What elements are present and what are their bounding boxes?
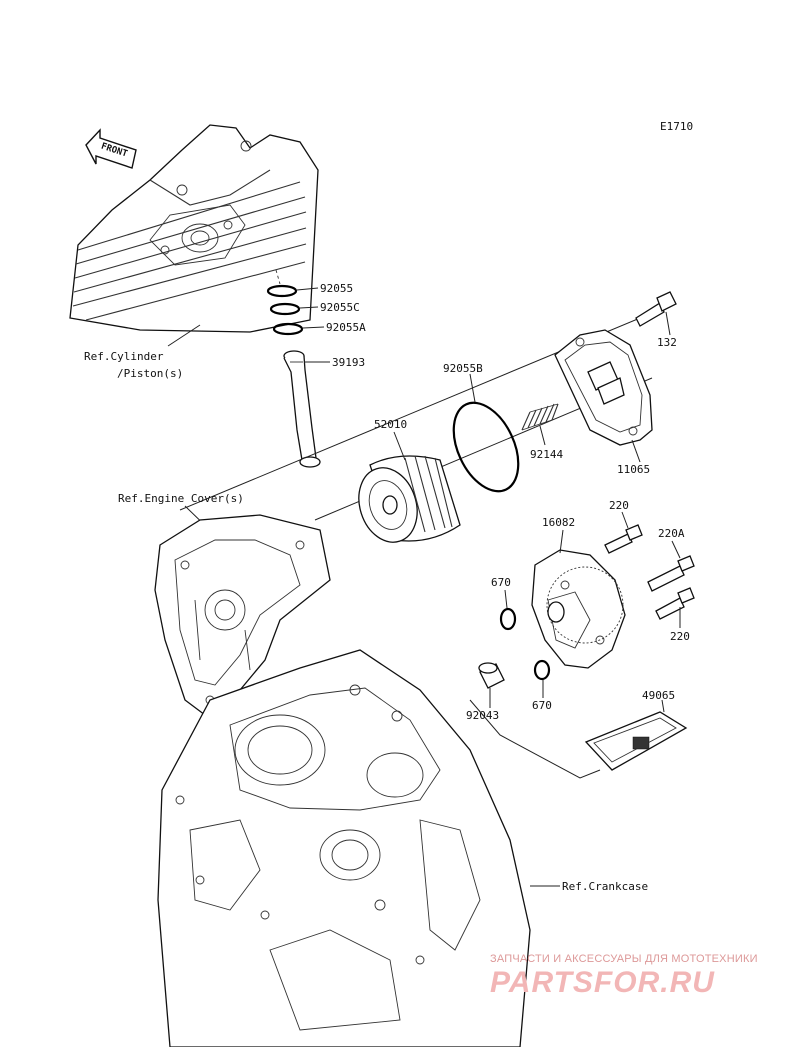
part-label-220-lower: 220 [670,630,690,643]
o-ring-670-right [533,659,551,681]
bolt-220a [647,555,695,592]
o-ring-92055b [452,401,520,493]
part-label-92055b: 92055B [443,362,483,375]
oil-screen-49065 [584,711,688,771]
part-label-39193: 39193 [332,356,365,369]
ref-crankcase-label: Ref.Crankcase [562,880,648,893]
bolt-220-upper [604,524,643,554]
ref-piston-label: /Piston(s) [117,367,183,380]
dowel-pin-92043 [478,662,505,689]
o-ring-92055c [269,302,301,316]
ref-engine-cover-label: Ref.Engine Cover(s) [118,492,244,505]
part-label-92043: 92043 [466,709,499,722]
o-ring-92055a [272,322,304,336]
watermark-logo: PARTSFOR.RU [490,966,715,999]
filter-cover-11065 [554,329,653,446]
part-label-11065: 11065 [617,463,650,476]
crankcase-illustration [157,649,531,1047]
part-label-670-right: 670 [532,699,552,712]
part-label-220a: 220A [658,527,685,540]
diagram-code: E1710 [660,120,693,133]
part-label-92055c: 92055C [320,301,360,314]
o-ring-92055 [266,284,298,298]
engine-cover-illustration [154,514,331,716]
part-label-92055a: 92055A [326,321,366,334]
cylinder-illustration [69,124,319,333]
part-label-92144: 92144 [530,448,563,461]
part-label-49065: 49065 [642,689,675,702]
oil-pipe-39193 [283,350,321,468]
spring-92144 [521,403,559,431]
bolt-132 [635,291,677,327]
part-label-92055: 92055 [320,282,353,295]
bolt-220-lower [655,587,695,620]
ref-cylinder-label: Ref.Cylinder [84,350,164,363]
oil-pump-16082 [531,549,626,669]
part-label-670-left: 670 [491,576,511,589]
part-label-220-upper: 220 [609,499,629,512]
watermark-tagline: ЗАПЧАСТИ И АКСЕССУАРЫ ДЛЯ МОТОТЕХНИКИ [490,953,758,965]
part-label-16082: 16082 [542,516,575,529]
oil-filter-52010 [358,455,461,543]
o-ring-670-left [499,607,517,631]
front-arrow-icon: FRONT [85,128,137,169]
part-label-132: 132 [657,336,677,349]
part-label-52010: 52010 [374,418,407,431]
